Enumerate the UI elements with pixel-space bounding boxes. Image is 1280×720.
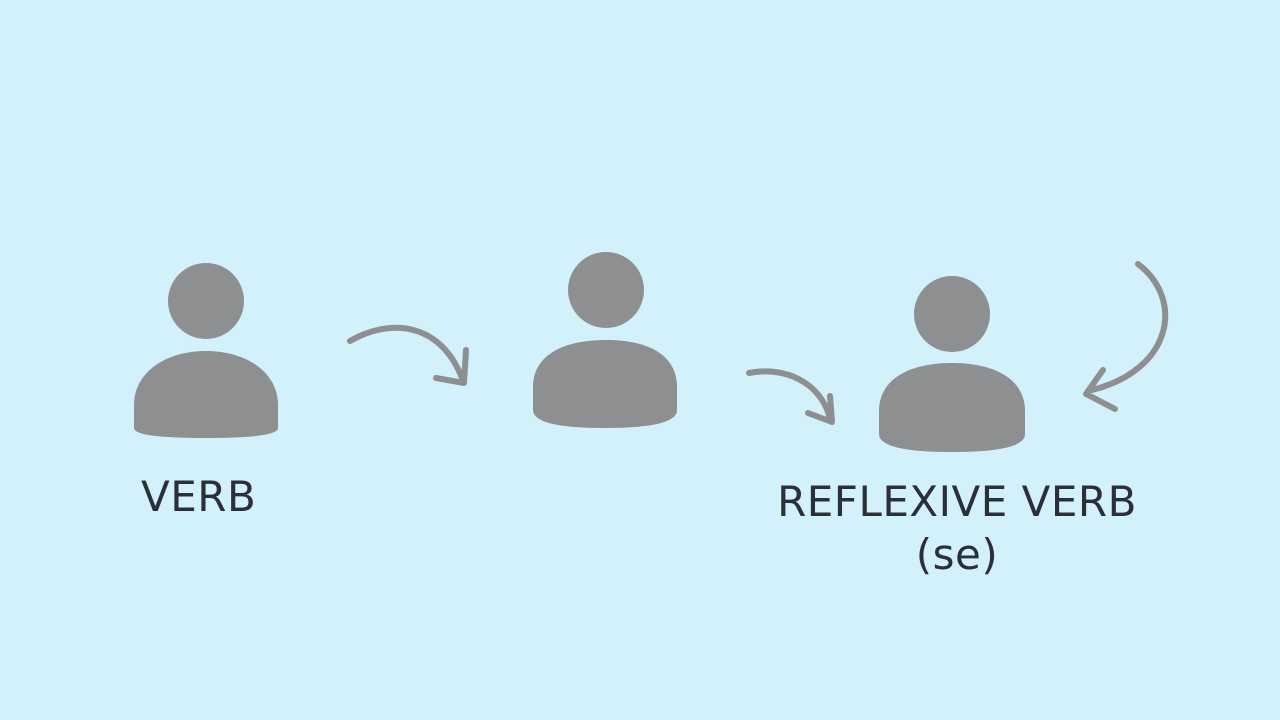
person-body — [533, 340, 677, 428]
verb-subject-person-icon — [134, 263, 278, 438]
verb-object-person-icon — [533, 252, 677, 428]
person-body — [134, 351, 278, 438]
reflexive-marker-label: (se) — [915, 530, 999, 579]
person-head — [568, 252, 644, 328]
reflexive-verb-label: REFLEXIVE VERB — [777, 477, 1137, 526]
person-body — [879, 363, 1025, 452]
verb-label: VERB — [141, 472, 257, 521]
person-head — [168, 263, 244, 339]
person-head — [914, 276, 990, 352]
reflexive-person-icon — [879, 276, 1025, 452]
